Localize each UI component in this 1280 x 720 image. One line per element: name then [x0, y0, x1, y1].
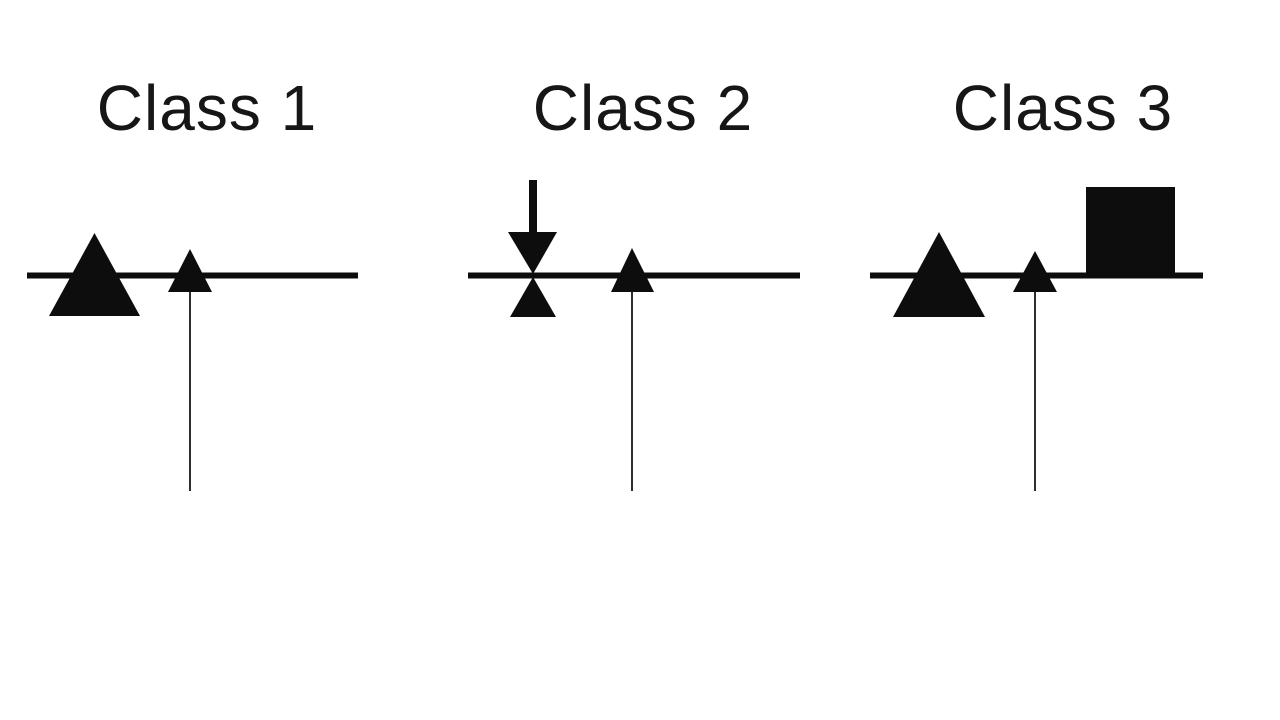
fulcrum-triangle — [49, 233, 140, 316]
panel-class-1-figure — [27, 233, 358, 491]
load-block — [1086, 187, 1175, 277]
panel-title-class-1: Class 1 — [96, 72, 318, 144]
force-arrow-up-head-icon — [168, 249, 212, 292]
fulcrum-triangle — [893, 232, 985, 317]
panel-title-class-2: Class 2 — [532, 72, 754, 144]
panel-title-class-3: Class 3 — [952, 72, 1174, 144]
support-triangle-below-beam — [510, 277, 556, 317]
force-arrow-up-head-icon — [611, 248, 654, 292]
panel-class-3-figure — [870, 187, 1203, 491]
force-arrow-down-head-icon — [508, 232, 557, 274]
panel-class-2-figure — [468, 180, 800, 491]
force-arrow-up-head-icon — [1013, 251, 1057, 292]
